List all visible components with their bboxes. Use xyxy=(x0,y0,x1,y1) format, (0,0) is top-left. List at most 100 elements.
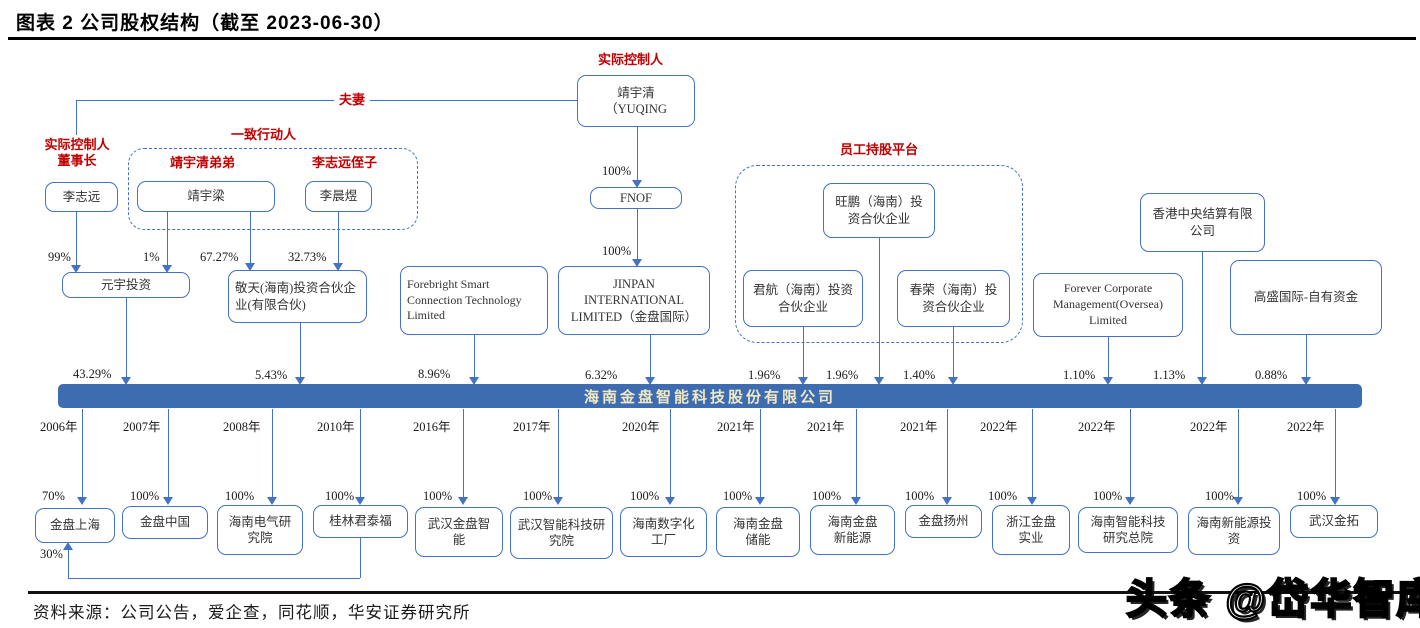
connector-line xyxy=(1130,409,1131,497)
subsidiary-box: 海南智能科技研究总院 xyxy=(1078,507,1178,553)
node-jingyuliang: 靖宇梁 xyxy=(137,181,275,212)
source-note: 资料来源：公司公告，爱企查，同花顺，华安证券研究所 xyxy=(33,603,471,622)
pct-lichenyu-jingtian: 32.73% xyxy=(288,250,327,264)
node-jingyuqing-line2: （YUQING xyxy=(605,102,667,116)
arrowhead-down xyxy=(1330,497,1340,505)
connector-line xyxy=(1335,409,1336,497)
pct-fnof-jinpan: 100% xyxy=(602,244,632,258)
node-hkscc: 香港中央结算有限公司 xyxy=(1140,193,1265,252)
subsidiary-pct: 100% xyxy=(325,489,355,503)
node-jingyuqing-line1: 靖宇清 xyxy=(617,85,655,100)
connector-line xyxy=(803,327,804,377)
label-couple: 夫妻 xyxy=(334,92,371,109)
subsidiary-box: 海南数字化工厂 xyxy=(620,507,707,557)
connector-line xyxy=(558,409,559,497)
subsidiary-box: 金盘中国 xyxy=(122,506,208,539)
arrowhead-down xyxy=(553,497,563,505)
arrowhead-down xyxy=(798,377,808,385)
arrowhead-down xyxy=(632,259,642,267)
watermark: 头条 @岱华智库 xyxy=(1125,575,1420,623)
subsidiary-year: 2008年 xyxy=(223,420,261,434)
arrowhead-down xyxy=(245,263,255,271)
connector-line xyxy=(360,538,361,578)
arrowhead-down xyxy=(755,497,765,505)
connector-line xyxy=(760,409,761,497)
pct-forever: 1.10% xyxy=(1063,368,1096,382)
arrowhead-down xyxy=(469,377,479,385)
arrowhead-down xyxy=(267,497,277,505)
node-goldman: 高盛国际-自有资金 xyxy=(1230,260,1382,335)
arrowhead-down xyxy=(162,265,172,273)
pct-lizhiyuan-yuanyu: 99% xyxy=(48,250,71,264)
figure-title: 图表 2 公司股权结构（截至 2023-06-30） xyxy=(16,13,394,34)
label-concert-group: 一致行动人 xyxy=(231,127,297,142)
node-junhang: 君航（海南）投资合伙企业 xyxy=(743,270,863,327)
top-rule xyxy=(8,37,1416,40)
connector-line xyxy=(68,550,69,578)
bottom-rule xyxy=(28,591,1420,594)
arrowhead-down xyxy=(295,377,305,385)
arrowhead-down xyxy=(942,497,952,505)
subsidiary-box: 浙江金盘实业 xyxy=(992,505,1070,555)
arrowhead-down xyxy=(665,497,675,505)
arrowhead-down xyxy=(1197,377,1207,385)
subsidiary-year: 2022年 xyxy=(1078,420,1116,434)
subsidiary-year: 2006年 xyxy=(40,420,78,434)
arrowhead-down xyxy=(458,497,468,505)
subsidiary-box: 海南金盘储能 xyxy=(716,507,800,557)
node-jinpan-international: JINPAN INTERNATIONAL LIMITED（金盘国际） xyxy=(558,266,710,335)
subsidiary-pct: 100% xyxy=(988,489,1018,503)
connector-line xyxy=(947,409,948,497)
subsidiary-year: 2016年 xyxy=(413,420,451,434)
connector-line xyxy=(670,409,671,497)
subsidiary-year: 2022年 xyxy=(1287,420,1325,434)
arrowhead-down xyxy=(1027,497,1037,505)
connector-line xyxy=(1238,409,1239,497)
subsidiary-year: 2022年 xyxy=(980,420,1018,434)
arrowhead-down xyxy=(645,377,655,385)
connector-line xyxy=(474,335,475,377)
pct-wangpeng: 1.96% xyxy=(826,368,859,382)
connector-line xyxy=(168,409,169,497)
arrowhead-down xyxy=(1125,497,1135,505)
subsidiary-box: 武汉金拓 xyxy=(1290,505,1378,538)
subsidiary-pct: 100% xyxy=(130,489,160,503)
connector-line xyxy=(250,212,251,263)
subsidiary-box: 海南新能源投资 xyxy=(1188,507,1280,555)
arrowhead-down xyxy=(1301,377,1311,385)
connector-line xyxy=(76,212,77,265)
subsidiary-box: 金盘上海 xyxy=(35,508,115,543)
pct-junhang: 1.96% xyxy=(748,368,781,382)
label-chairman: 实际控制人 董事长 xyxy=(38,137,116,170)
connector-line xyxy=(1108,337,1109,377)
arrowhead-down xyxy=(71,265,81,273)
connector-line xyxy=(82,409,83,497)
connector-line xyxy=(879,238,880,377)
subsidiary-year: 2021年 xyxy=(900,420,938,434)
subsidiary-box: 武汉金盘智能 xyxy=(415,507,503,557)
connector-line xyxy=(167,212,168,265)
connector-line xyxy=(338,212,339,263)
subsidiary-year: 2022年 xyxy=(1190,420,1228,434)
pct-jingyuqing-fnof: 100% xyxy=(602,164,632,178)
arrowhead-down xyxy=(874,377,884,385)
arrowhead-down xyxy=(121,377,131,385)
pct-goldman: 0.88% xyxy=(1255,368,1288,382)
subsidiary-pct: 100% xyxy=(812,489,842,503)
node-chunrong: 春荣（海南）投资合伙企业 xyxy=(897,270,1010,327)
connector-line xyxy=(953,327,954,377)
pct-yuanyu: 43.29% xyxy=(73,367,112,381)
subsidiary-pct: 100% xyxy=(905,489,935,503)
subsidiary-year: 2021年 xyxy=(807,420,845,434)
subsidiary-box: 海南电气研究院 xyxy=(217,505,303,555)
esop-group-box xyxy=(735,165,1023,343)
pct-chunrong: 1.40% xyxy=(903,368,936,382)
node-wangpeng: 旺鹏（海南）投资合伙企业 xyxy=(823,183,935,238)
connector-line xyxy=(360,409,361,497)
subsidiary-year: 2007年 xyxy=(123,420,161,434)
subsidiary-box: 金盘扬州 xyxy=(905,505,982,538)
connector-line xyxy=(126,298,127,377)
arrowhead-down xyxy=(163,497,173,505)
subsidiary-pct: 100% xyxy=(723,489,753,503)
